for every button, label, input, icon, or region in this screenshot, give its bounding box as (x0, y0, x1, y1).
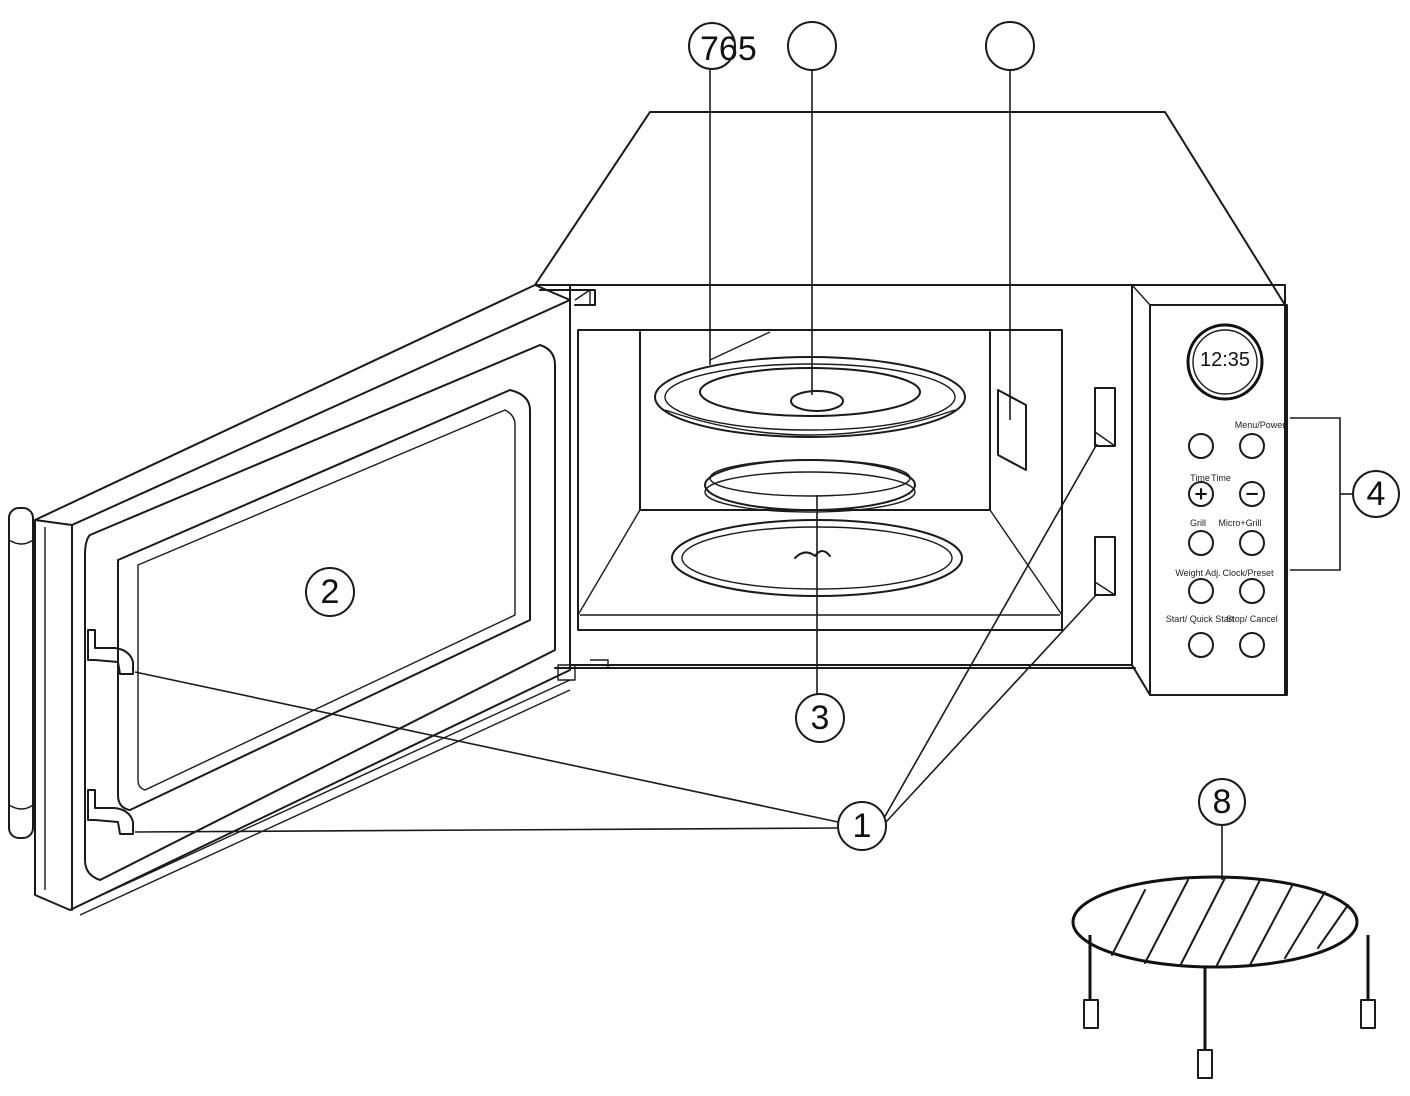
callout-control-panel: 4 (1367, 475, 1386, 513)
blank-button[interactable] (1188, 433, 1214, 459)
door-hooks (87, 629, 134, 835)
roller-ring (704, 459, 916, 513)
plus-icon: + (1193, 484, 1208, 505)
glass-tray (654, 356, 966, 438)
grill-rack (1071, 875, 1376, 1079)
clock-preset-label: Clock/Preset (1222, 568, 1274, 578)
leader-lines (134, 70, 1353, 880)
time-minus-button[interactable] (1239, 481, 1265, 507)
callout-circle-8 (1198, 778, 1246, 826)
callout-circle-waveguide (985, 21, 1035, 71)
oven-cabinet (534, 111, 1286, 669)
hinges (557, 289, 609, 681)
callout-circle-7 (688, 22, 736, 70)
callout-door-interlock: 1 (853, 807, 872, 845)
menu-power-button[interactable] (1239, 433, 1265, 459)
callouts: 765 2 3 4 1 8 (305, 21, 1400, 851)
display-ring (1186, 323, 1264, 401)
minus-icon: − (1244, 484, 1259, 505)
callout-grill-rack: 8 (1213, 783, 1232, 821)
waveguide-cover (997, 389, 1027, 471)
callout-circle-1 (837, 801, 887, 851)
control-panel: 12:35 Menu/Power Time Time Grill Micro+G… (1131, 284, 1288, 696)
time-plus-button[interactable] (1188, 481, 1214, 507)
micro-grill-button[interactable] (1239, 530, 1265, 556)
weight-adj-label: Weight Adj. (1175, 568, 1220, 578)
interlock-slots (1094, 387, 1116, 596)
weight-adj-button[interactable] (1188, 578, 1214, 604)
callout-circle-shaft (787, 21, 837, 71)
start-quick-label: Start/ Quick Start (1166, 614, 1235, 624)
callout-circle-2 (305, 567, 355, 617)
stop-cancel-label: Stop/ Cancel (1226, 614, 1278, 624)
menu-power-label: Menu/Power (1235, 420, 1286, 430)
grill-button[interactable] (1188, 530, 1214, 556)
callout-circle-4 (1352, 470, 1400, 518)
display-readout: 12:35 (1200, 349, 1250, 371)
oven-cavity (577, 329, 1063, 631)
start-quick-button[interactable] (1188, 632, 1214, 658)
micro-grill-label: Micro+Grill (1218, 518, 1261, 528)
grill-label: Grill (1190, 518, 1206, 528)
clock-preset-button[interactable] (1239, 578, 1265, 604)
time-minus-label: Time (1211, 473, 1231, 483)
oven-door (8, 284, 571, 916)
callout-circle-3 (795, 693, 845, 743)
callout-oven-window: 2 (321, 573, 340, 611)
callout-roller-ring: 3 (811, 699, 830, 737)
stop-cancel-button[interactable] (1239, 632, 1265, 658)
time-plus-label: Time (1190, 473, 1210, 483)
